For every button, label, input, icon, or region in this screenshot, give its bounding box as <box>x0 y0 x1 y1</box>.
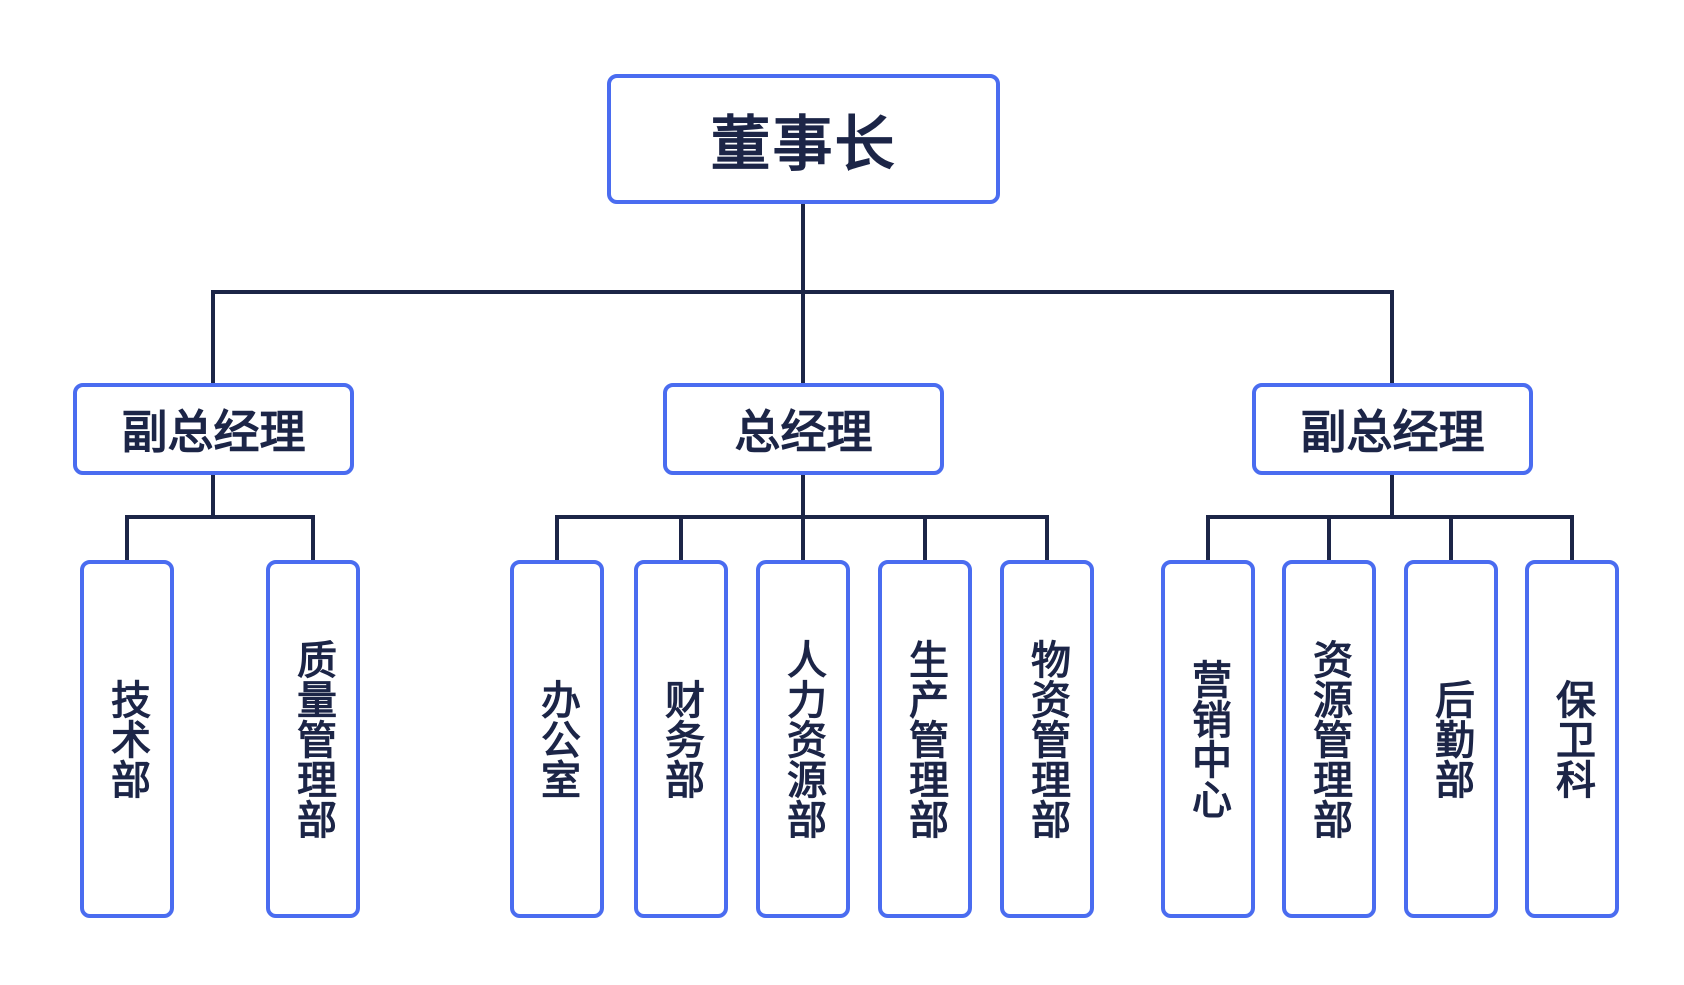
dept-label: 物资管理部 <box>1024 639 1071 839</box>
dept-box-m3-4: 保卫科 <box>1525 560 1619 918</box>
dept-label: 人力资源部 <box>780 639 827 839</box>
dept-label: 资源管理部 <box>1306 639 1353 839</box>
dept-box-m2-5: 物资管理部 <box>1000 560 1094 918</box>
dept-box-m3-2: 资源管理部 <box>1282 560 1376 918</box>
manager-label-3: 副总经理 <box>1300 405 1485 459</box>
dept-label: 生产管理部 <box>902 639 949 839</box>
root-box-chairman: 董事长 <box>607 74 1000 204</box>
dept-box-m3-3: 后勤部 <box>1404 560 1498 918</box>
root-label: 董事长 <box>710 109 897 180</box>
dept-box-m2-3: 人力资源部 <box>756 560 850 918</box>
manager-label-2: 总经理 <box>734 405 873 459</box>
manager-label-1: 副总经理 <box>121 405 306 459</box>
dept-box-m1-1: 技术部 <box>80 560 174 918</box>
dept-label: 营销中心 <box>1185 659 1232 819</box>
manager-box-3: 副总经理 <box>1252 383 1533 475</box>
dept-label: 后勤部 <box>1428 679 1475 799</box>
dept-label: 办公室 <box>534 679 581 799</box>
dept-label: 保卫科 <box>1549 679 1596 799</box>
dept-box-m2-1: 办公室 <box>510 560 604 918</box>
dept-box-m3-1: 营销中心 <box>1161 560 1255 918</box>
manager-box-1: 副总经理 <box>73 383 354 475</box>
dept-label: 质量管理部 <box>290 639 337 839</box>
dept-label: 技术部 <box>104 679 151 799</box>
dept-box-m2-4: 生产管理部 <box>878 560 972 918</box>
dept-box-m2-2: 财务部 <box>634 560 728 918</box>
dept-label: 财务部 <box>658 679 705 799</box>
dept-box-m1-2: 质量管理部 <box>266 560 360 918</box>
manager-box-2: 总经理 <box>663 383 944 475</box>
